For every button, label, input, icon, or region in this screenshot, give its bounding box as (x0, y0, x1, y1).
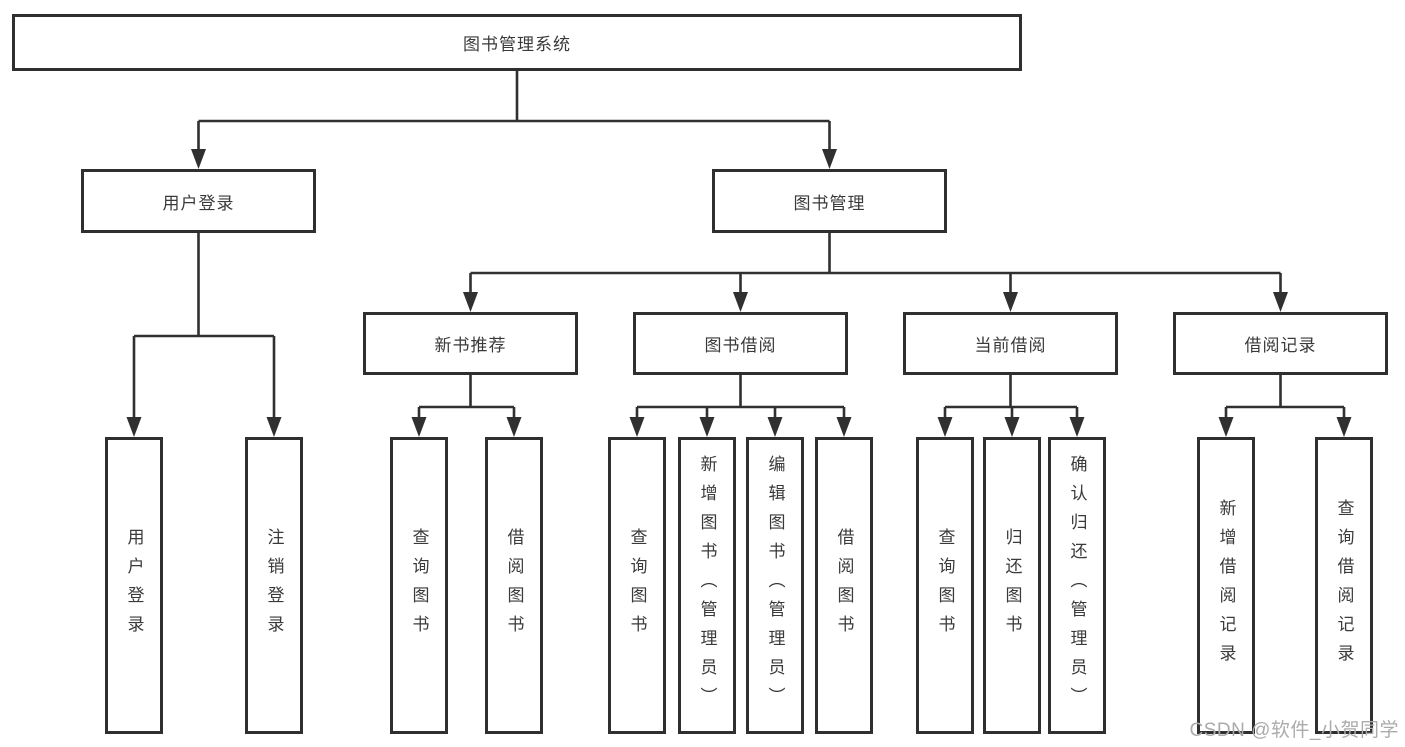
node-label: 新增图书（管理员） (697, 455, 717, 716)
arrowhead (266, 417, 282, 437)
node-label: 新增借阅记录 (1216, 498, 1236, 673)
csdn-watermark: CSDN @软件_小贺同学 (1189, 720, 1399, 741)
edge-book-management-to-level2 (463, 233, 1288, 312)
node-user-login: 用户登录 (81, 169, 316, 233)
arrowhead (629, 417, 645, 437)
node-leaf-cb-return-books: 归还图书 (983, 437, 1041, 734)
node-borrowing-records: 借阅记录 (1173, 312, 1388, 375)
edge-user-login-to-leaves (126, 233, 282, 437)
node-label: 用户登录 (124, 527, 144, 644)
node-label: 编辑图书（管理员） (765, 455, 785, 716)
arrowhead (1069, 417, 1085, 437)
node-label: 图书管理 (793, 193, 866, 213)
node-label: 图书借阅 (704, 336, 777, 355)
arrowhead (1003, 292, 1018, 312)
node-current-borrowing: 当前借阅 (903, 312, 1118, 375)
arrowhead (506, 417, 522, 437)
arrowhead (1273, 292, 1288, 312)
edge-root-to-level1 (191, 71, 837, 169)
node-leaf-user-login: 用户登录 (105, 437, 163, 734)
edge-borrowing-records-to-leaves (1218, 375, 1352, 437)
arrowhead (126, 417, 142, 437)
node-leaf-cb-query-books: 查询图书 (916, 437, 974, 734)
node-book-management: 图书管理 (712, 169, 947, 233)
node-label: 确认归还（管理员） (1067, 455, 1087, 716)
node-leaf-bb-add-books-admin: 新增图书（管理员） (678, 437, 736, 734)
node-leaf-br-add-record: 新增借阅记录 (1197, 437, 1255, 734)
edge-new-book-recommend-to-leaves (411, 375, 522, 437)
node-label: 注销登录 (264, 527, 284, 644)
node-label: 借阅图书 (834, 527, 854, 644)
node-label: 查询图书 (935, 527, 955, 644)
node-label: 归还图书 (1002, 527, 1022, 644)
node-label: 新书推荐 (434, 336, 507, 355)
node-leaf-logout: 注销登录 (245, 437, 303, 734)
node-label: 借阅记录 (1244, 336, 1317, 355)
node-label: 查询图书 (409, 527, 429, 644)
node-label: 用户登录 (162, 193, 235, 213)
arrowhead (699, 417, 715, 437)
arrowhead (411, 417, 427, 437)
arrowhead (836, 417, 852, 437)
node-leaf-bb-edit-books-admin: 编辑图书（管理员） (746, 437, 804, 734)
node-leaf-nb-query-books: 查询图书 (390, 437, 448, 734)
node-leaf-bb-borrow-books: 借阅图书 (815, 437, 873, 734)
node-leaf-bb-query-books: 查询图书 (608, 437, 666, 734)
arrowhead (191, 149, 206, 169)
node-label: 查询图书 (627, 527, 647, 644)
node-label: 查询借阅记录 (1334, 498, 1354, 673)
arrowhead (937, 417, 953, 437)
arrowhead (463, 292, 478, 312)
node-label: 图书管理系统 (463, 35, 571, 54)
arrowhead (822, 149, 837, 169)
node-new-book-recommend: 新书推荐 (363, 312, 578, 375)
arrowhead (767, 417, 783, 437)
node-book-management-system: 图书管理系统 (12, 14, 1022, 71)
arrowhead (1004, 417, 1020, 437)
arrowhead (733, 292, 748, 312)
node-leaf-nb-borrow-books: 借阅图书 (485, 437, 543, 734)
node-leaf-cb-confirm-return-admin: 确认归还（管理员） (1048, 437, 1106, 734)
node-leaf-br-query-record: 查询借阅记录 (1315, 437, 1373, 734)
arrowhead (1336, 417, 1352, 437)
edge-book-borrowing-to-leaves (629, 375, 852, 437)
edge-current-borrowing-to-leaves (937, 375, 1085, 437)
node-label: 当前借阅 (974, 336, 1047, 355)
node-book-borrowing: 图书借阅 (633, 312, 848, 375)
arrowhead (1218, 417, 1234, 437)
node-label: 借阅图书 (504, 527, 524, 644)
